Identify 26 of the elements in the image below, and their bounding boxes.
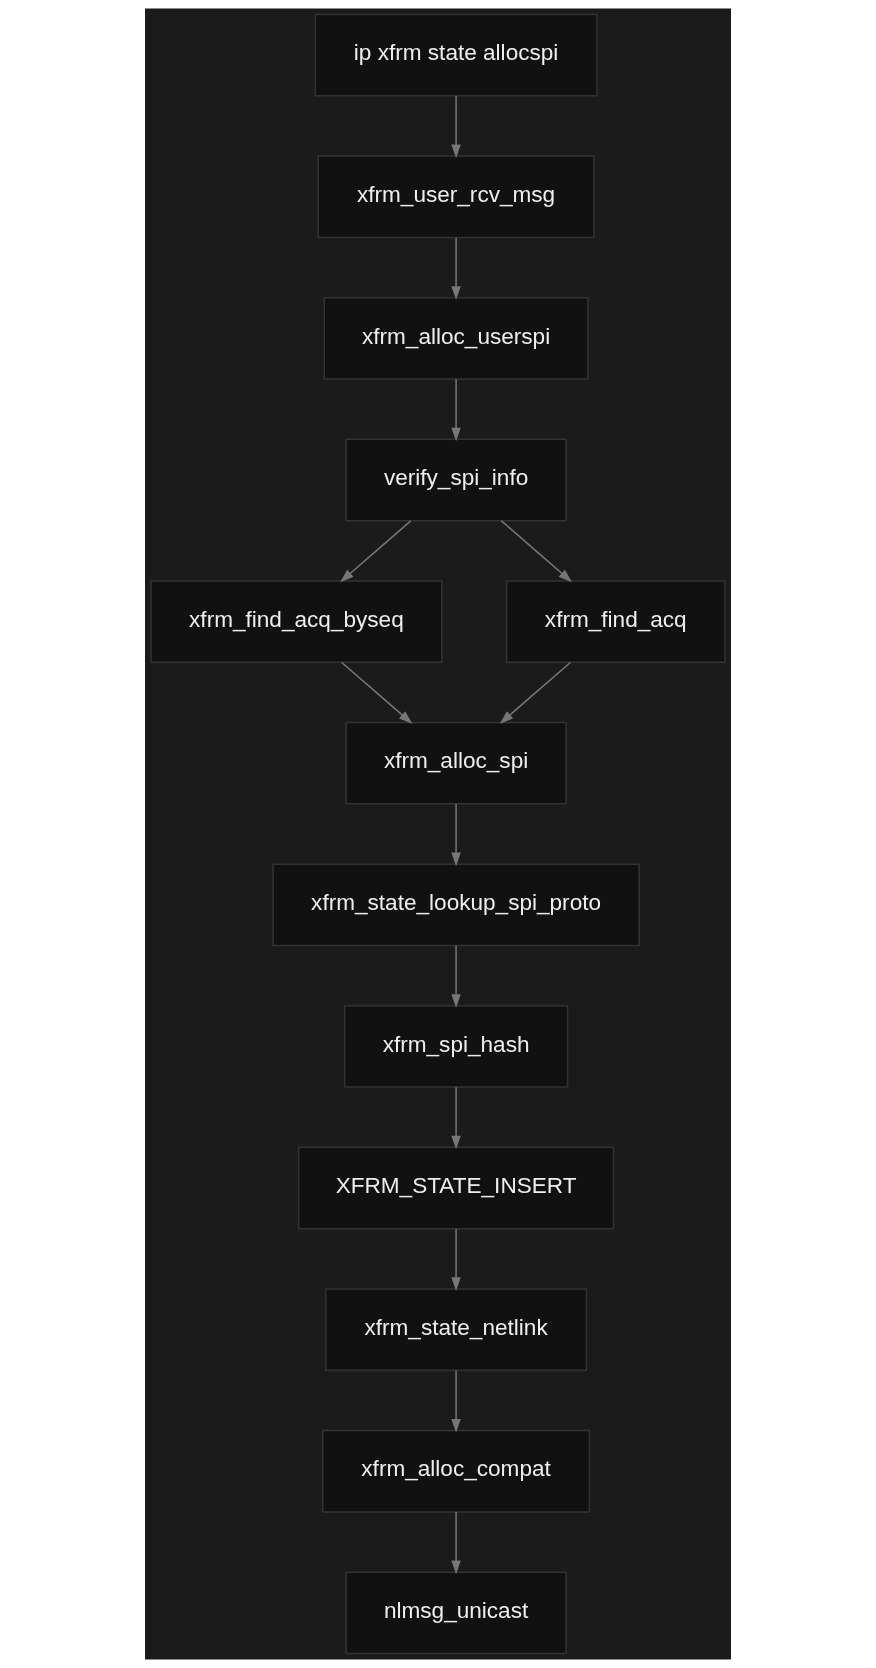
arrow bbox=[451, 1228, 461, 1291]
node-box: xfrm_find_acq bbox=[505, 580, 726, 664]
node-box: nlmsg_unicast bbox=[345, 1571, 567, 1655]
node-box: xfrm_state_lookup_spi_proto bbox=[272, 863, 640, 947]
arrow bbox=[451, 803, 461, 867]
node-box: verify_spi_info bbox=[345, 438, 567, 522]
arrow bbox=[340, 661, 413, 724]
node-box: xfrm_alloc_compat bbox=[322, 1429, 591, 1513]
node-box: xfrm_find_acq_byseq bbox=[150, 580, 443, 664]
node-box: ip xfrm state allocspi bbox=[314, 13, 598, 97]
node-box: xfrm_spi_hash bbox=[343, 1004, 569, 1088]
node-box: XFRM_STATE_INSERT bbox=[297, 1146, 615, 1230]
arrow bbox=[499, 661, 572, 724]
node-box: xfrm_user_rcv_msg bbox=[317, 155, 595, 239]
node-box: xfrm_alloc_userspi bbox=[323, 296, 589, 380]
arrow bbox=[451, 1511, 461, 1575]
arrow bbox=[451, 95, 461, 159]
arrow bbox=[340, 520, 412, 583]
node-box: xfrm_state_netlink bbox=[325, 1288, 588, 1372]
arrow bbox=[500, 520, 573, 583]
arrow bbox=[451, 944, 461, 1008]
arrow bbox=[451, 236, 461, 300]
arrow bbox=[451, 1369, 461, 1433]
node-box: xfrm_alloc_spi bbox=[345, 721, 567, 805]
arrow bbox=[451, 1086, 461, 1150]
arrow bbox=[451, 378, 461, 442]
